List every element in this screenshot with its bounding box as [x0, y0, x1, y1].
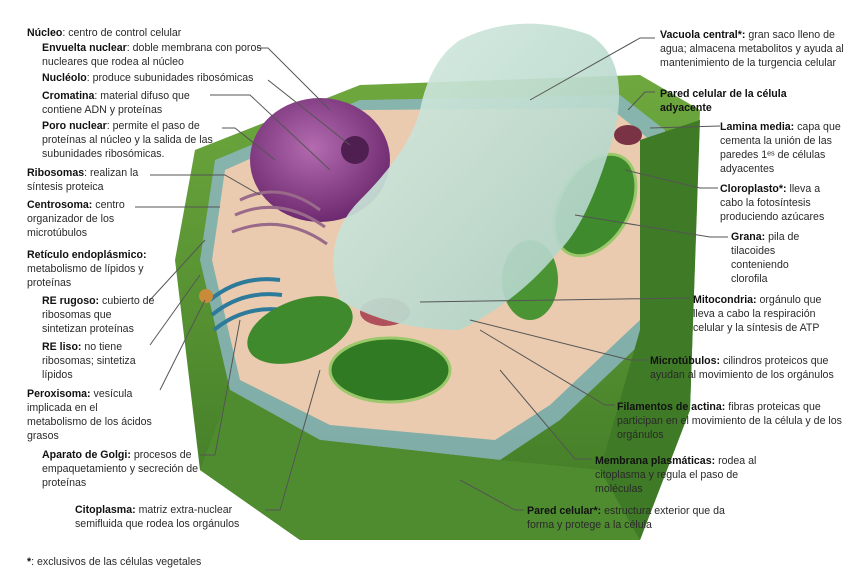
label-desc: rodea al citoplasma y regula el paso de …: [595, 455, 757, 495]
label-mitocondria: Mitocondria: orgánulo que lleva a cabo l…: [693, 293, 841, 335]
label-lamina-media: Lamina media: capa que cementa la unión …: [720, 120, 845, 176]
label-desc: orgánulo que lleva a cabo la respiración…: [693, 294, 822, 334]
label-term: Envuelta nuclear: [42, 42, 127, 54]
label-term: Centrosoma:: [27, 199, 93, 211]
label-citoplasma: Citoplasma: matriz extra-nuclear semiflu…: [75, 503, 270, 531]
label-centrosoma: Centrosoma: centro organizador de los mi…: [27, 198, 152, 240]
label-term: Citoplasma:: [75, 504, 136, 516]
label-desc: cilindros proteicos que ayudan al movimi…: [650, 355, 834, 381]
label-term: Microtúbulos:: [650, 355, 721, 367]
label-desc: : produce subunidades ribosómicas: [86, 72, 254, 84]
label-desc: no tiene ribosomas; sintetiza lípidos: [42, 341, 136, 381]
leader-lines: [135, 37, 728, 511]
label-term: Cloroplasto*:: [720, 183, 787, 195]
label-aparato-golgi: Aparato de Golgi: procesos de empaquetam…: [42, 448, 202, 490]
label-term: Nucléolo: [42, 72, 87, 84]
label-desc: centro organizador de los microtúbulos: [27, 199, 125, 239]
label-term: Núcleo: [27, 27, 63, 39]
label-term: Mitocondria:: [693, 294, 757, 306]
footnote-text: : exclusivos de las células vegetales: [31, 556, 202, 568]
label-term: Filamentos de actina:: [617, 401, 726, 413]
label-desc: procesos de empaquetamiento y secreción …: [42, 449, 199, 489]
footnote: *: exclusivos de las células vegetales: [27, 555, 327, 569]
label-desc: : doble membrana con poros nucleares que…: [42, 42, 262, 68]
label-nucleolo: Nucléolo: produce subunidades ribosómica…: [42, 71, 282, 85]
label-term: Retículo endoplásmico:: [27, 249, 147, 261]
label-poro-nuclear: Poro nuclear: permite el paso de proteín…: [42, 119, 242, 161]
label-desc: fibras proteicas que participan en el mo…: [617, 401, 842, 441]
label-pared-adyacente: Pared celular de la célula adyacente: [660, 87, 825, 115]
label-cromatina: Cromatina: material difuso que contiene …: [42, 89, 227, 117]
label-grana: Grana: pila de tilacoides conteniendo cl…: [731, 230, 816, 286]
label-pared-celular: Pared celular*: estructura exterior que …: [527, 504, 727, 532]
label-desc: lleva a cabo la fotosíntesis produciendo…: [720, 183, 825, 223]
label-desc: pila de tilacoides conteniendo clorofila: [731, 231, 800, 285]
endoplasmic-reticulum: [231, 190, 328, 246]
label-nucleo: Núcleo: centro de control celular: [27, 26, 257, 40]
label-term: Vacuola central*:: [660, 29, 746, 41]
label-desc: estructura exterior que da forma y prote…: [527, 505, 725, 531]
label-term: Peroxisoma:: [27, 388, 91, 400]
label-re-rugoso: RE rugoso: cubierto de ribosomas que sin…: [42, 294, 157, 336]
label-desc: cubierto de ribosomas que sintetizan pro…: [42, 295, 155, 335]
label-desc: matriz extra-nuclear semifluida que rode…: [75, 504, 240, 530]
label-desc: gran saco lleno de agua; almacena metabo…: [660, 29, 844, 69]
label-desc: metabolismo de lípidos y proteínas: [27, 263, 144, 289]
central-vacuole: [333, 23, 620, 331]
label-term: Pared celular*:: [527, 505, 602, 517]
label-desc: : material difuso que contiene ADN y pro…: [42, 90, 190, 116]
label-reticulo-endoplasmico: Retículo endoplásmico: metabolismo de lí…: [27, 248, 167, 290]
label-term: Cromatina: [42, 90, 95, 102]
label-desc: vesícula implicada en el metabolismo de …: [27, 388, 152, 442]
label-term: Aparato de Golgi:: [42, 449, 131, 461]
label-desc: : centro de control celular: [62, 27, 182, 39]
label-filamentos-actina: Filamentos de actina: fibras proteicas q…: [617, 400, 842, 442]
peroxisome: [199, 289, 213, 303]
label-membrana-plasmatica: Membrana plasmáticas: rodea al citoplasm…: [595, 454, 780, 496]
label-term: Lamina media:: [720, 121, 795, 133]
label-re-liso: RE liso: no tiene ribosomas; sintetiza l…: [42, 340, 157, 382]
label-term: RE rugoso:: [42, 295, 100, 307]
label-term: RE liso:: [42, 341, 82, 353]
label-ribosomas: Ribosomas: realizan la síntesis proteica: [27, 166, 162, 194]
label-envuelta-nuclear: Envuelta nuclear: doble membrana con por…: [42, 41, 267, 69]
label-microtubulos: Microtúbulos: cilindros proteicos que ay…: [650, 354, 845, 382]
label-term: Poro nuclear: [42, 120, 107, 132]
label-term: Pared celular de la célula adyacente: [660, 88, 787, 114]
label-desc: : permite el paso de proteínas al núcleo…: [42, 120, 213, 160]
label-peroxisoma: Peroxisoma: vesícula implicada en el met…: [27, 387, 152, 443]
label-desc: : realizan la síntesis proteica: [27, 167, 139, 193]
footnote-marker: *: [27, 556, 32, 568]
label-term: Grana:: [731, 231, 766, 243]
label-vacuola-central: Vacuola central*: gran saco lleno de agu…: [660, 28, 850, 70]
label-cloroplasto: Cloroplasto*: lleva a cabo la fotosíntes…: [720, 182, 845, 224]
label-term: Ribosomas: [27, 167, 85, 179]
label-term: Membrana plasmáticas:: [595, 455, 716, 467]
label-desc: capa que cementa la unión de las paredes…: [720, 121, 841, 175]
